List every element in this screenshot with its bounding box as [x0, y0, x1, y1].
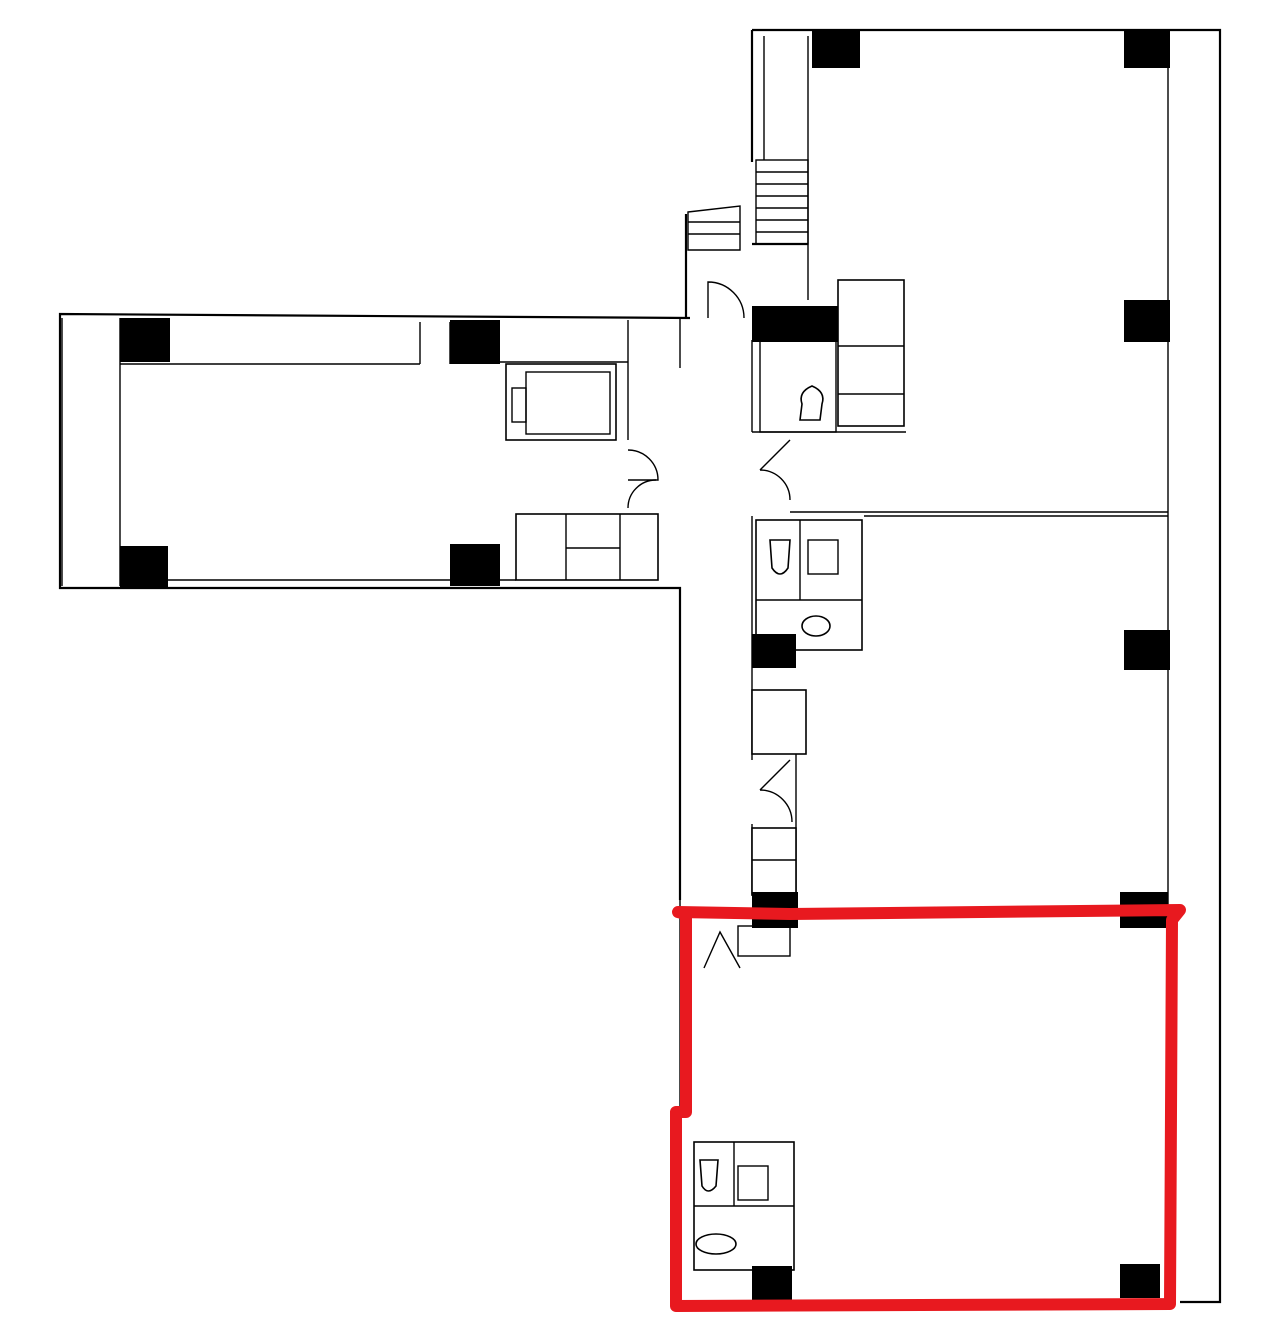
- pillar: [1124, 30, 1170, 68]
- pillar: [752, 306, 838, 342]
- pillar: [752, 634, 796, 668]
- pillar: [120, 546, 168, 588]
- toilet-icon: [799, 385, 824, 421]
- pillar: [812, 30, 860, 68]
- exterior-walls: [58, 28, 1222, 1304]
- pillar: [450, 320, 500, 364]
- structural-columns: [120, 30, 1170, 1302]
- washroom-upper-left: [505, 320, 659, 581]
- sink-icon: [695, 1233, 737, 1255]
- highlighted-unit-outline: [670, 904, 1186, 1312]
- washroom-mid-right: [751, 519, 863, 895]
- pillar: [1124, 630, 1170, 670]
- sink-icon: [801, 615, 831, 637]
- toilet-icon: [769, 539, 791, 575]
- pillar: [752, 1266, 792, 1302]
- pillar: [450, 544, 500, 586]
- door-swing-icon: [627, 281, 793, 969]
- washroom-upper-right: [759, 279, 905, 433]
- stair-icon: [687, 159, 809, 251]
- washroom-highlighted-unit: [693, 1141, 795, 1271]
- toilet-icon: [699, 1159, 719, 1192]
- pillar: [1120, 1264, 1160, 1298]
- pillar: [120, 318, 170, 362]
- pillar: [1124, 300, 1170, 342]
